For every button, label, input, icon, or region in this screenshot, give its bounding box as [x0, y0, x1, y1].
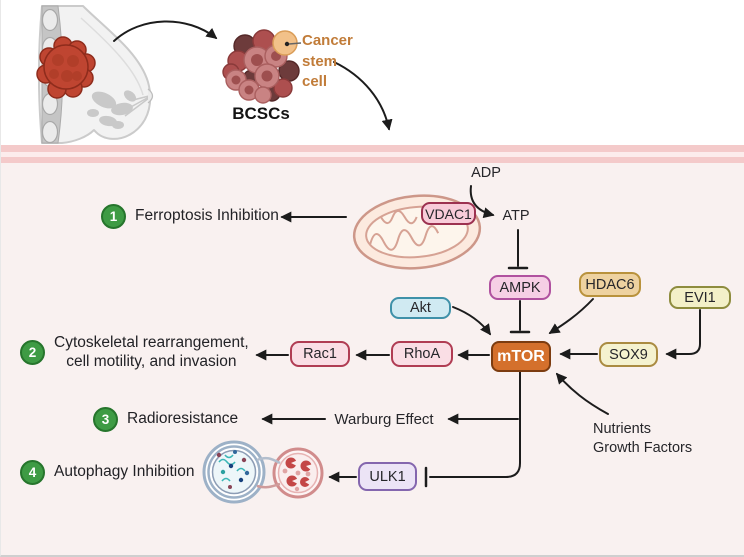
- node-vdac1: VDAC1: [421, 202, 476, 225]
- cell-membrane-gap: [1, 152, 744, 157]
- arrow-evi1-to-sox9: [665, 309, 701, 360]
- outcome-autophagy: 4 Autophagy Inhibition: [20, 459, 194, 485]
- cargo-dots: [216, 450, 250, 489]
- outcome-radioresistance: 3 Radioresistance: [93, 406, 238, 432]
- arrow-tumor-to-bcscs: [113, 20, 218, 42]
- node-evi1: EVI1: [669, 286, 731, 309]
- outcome-3-badge: 3: [93, 406, 118, 432]
- arrow-nutrients-to-mtor: [555, 372, 609, 415]
- cancer-stem-cell-label: Cancer stem cell: [302, 32, 353, 90]
- outcome-4-label: Autophagy Inhibition: [54, 463, 195, 480]
- nutrients-growth-factors-label: Nutrients Growth Factors: [593, 421, 693, 456]
- atp-label: ATP: [502, 208, 530, 224]
- cell-membrane: [1, 145, 744, 152]
- node-sox9: SOX9: [599, 342, 658, 367]
- arrow-hdac6-to-mtor: [548, 298, 594, 334]
- nipple: [147, 88, 154, 104]
- node-ampk: AMPK: [489, 275, 551, 300]
- outcome-4-badge: 4: [20, 459, 45, 485]
- arrow-layer: [113, 20, 701, 488]
- autophagosome-illustration: [202, 440, 324, 504]
- breast-illustration: [36, 5, 154, 144]
- bcsc-cluster-illustration: [222, 29, 302, 104]
- outcome-1-label: Ferroptosis Inhibition: [135, 207, 279, 224]
- adp-label: ADP: [471, 165, 501, 181]
- outcome-1-badge: 1: [101, 203, 126, 229]
- outcome-ferroptosis: 1 Ferroptosis Inhibition: [101, 203, 279, 229]
- node-mtor: mTOR: [491, 341, 551, 372]
- warburg-effect-label: Warburg Effect: [334, 411, 434, 428]
- node-akt: Akt: [390, 297, 451, 319]
- node-hdac6: HDAC6: [579, 272, 641, 297]
- outcome-2-label: Cytoskeletal rearrangement, cell motilit…: [54, 334, 249, 370]
- node-ulk1: ULK1: [358, 462, 417, 491]
- arrow-akt-to-mtor: [452, 306, 491, 336]
- stem-cell-pointer-line: [288, 42, 302, 45]
- bcscs-label: BCSCs: [232, 104, 290, 123]
- outcome-3-label: Radioresistance: [127, 410, 239, 427]
- inhibit-mtor-to-ulk1: [429, 371, 521, 478]
- tumor: [36, 36, 96, 99]
- node-rac1: Rac1: [290, 341, 350, 367]
- mammary-lobules: [87, 90, 150, 129]
- arrow-bcscs-to-cell: [333, 61, 393, 131]
- node-rhoa: RhoA: [391, 341, 453, 367]
- outcome-cytoskeletal: 2 Cytoskeletal rearrangement, cell motil…: [20, 330, 249, 374]
- outcome-2-badge: 2: [20, 339, 45, 365]
- cell-membrane: [1, 157, 744, 163]
- arrow-adp-to-atp: [469, 185, 495, 219]
- cargo-squiggles: [218, 454, 246, 482]
